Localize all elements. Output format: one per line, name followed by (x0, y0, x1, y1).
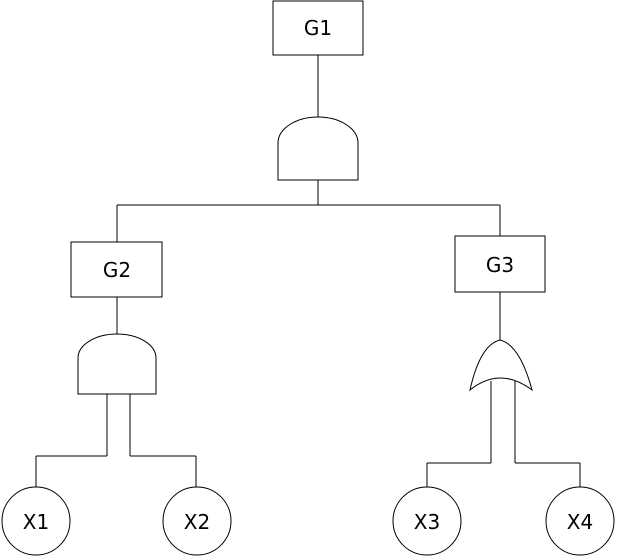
event-box (272, 0, 364, 56)
event-circle (545, 486, 615, 556)
event-label: X1 (23, 510, 49, 534)
event-label: X3 (414, 510, 440, 534)
event-label: G1 (304, 16, 332, 40)
event-label: X2 (184, 510, 210, 534)
and-gate-icon (277, 116, 359, 181)
event-circle (162, 486, 232, 556)
or-gate-icon (469, 339, 533, 392)
event-circle (1, 486, 71, 556)
event-circle (392, 486, 462, 556)
event-label: G3 (486, 253, 514, 277)
and-gate-icon (77, 333, 157, 395)
basic-event-x4: X4 (545, 486, 615, 556)
event-label: X4 (567, 510, 593, 534)
event-label: G2 (103, 258, 131, 282)
event-g1: G1 (272, 0, 364, 56)
basic-event-x3: X3 (392, 486, 462, 556)
event-g2: G2 (70, 241, 163, 298)
basic-event-x2: X2 (162, 486, 232, 556)
connectors (35, 55, 581, 487)
basic-event-x1: X1 (1, 486, 71, 556)
event-g3: G3 (454, 235, 546, 293)
event-box (70, 241, 163, 298)
event-box (454, 235, 546, 293)
